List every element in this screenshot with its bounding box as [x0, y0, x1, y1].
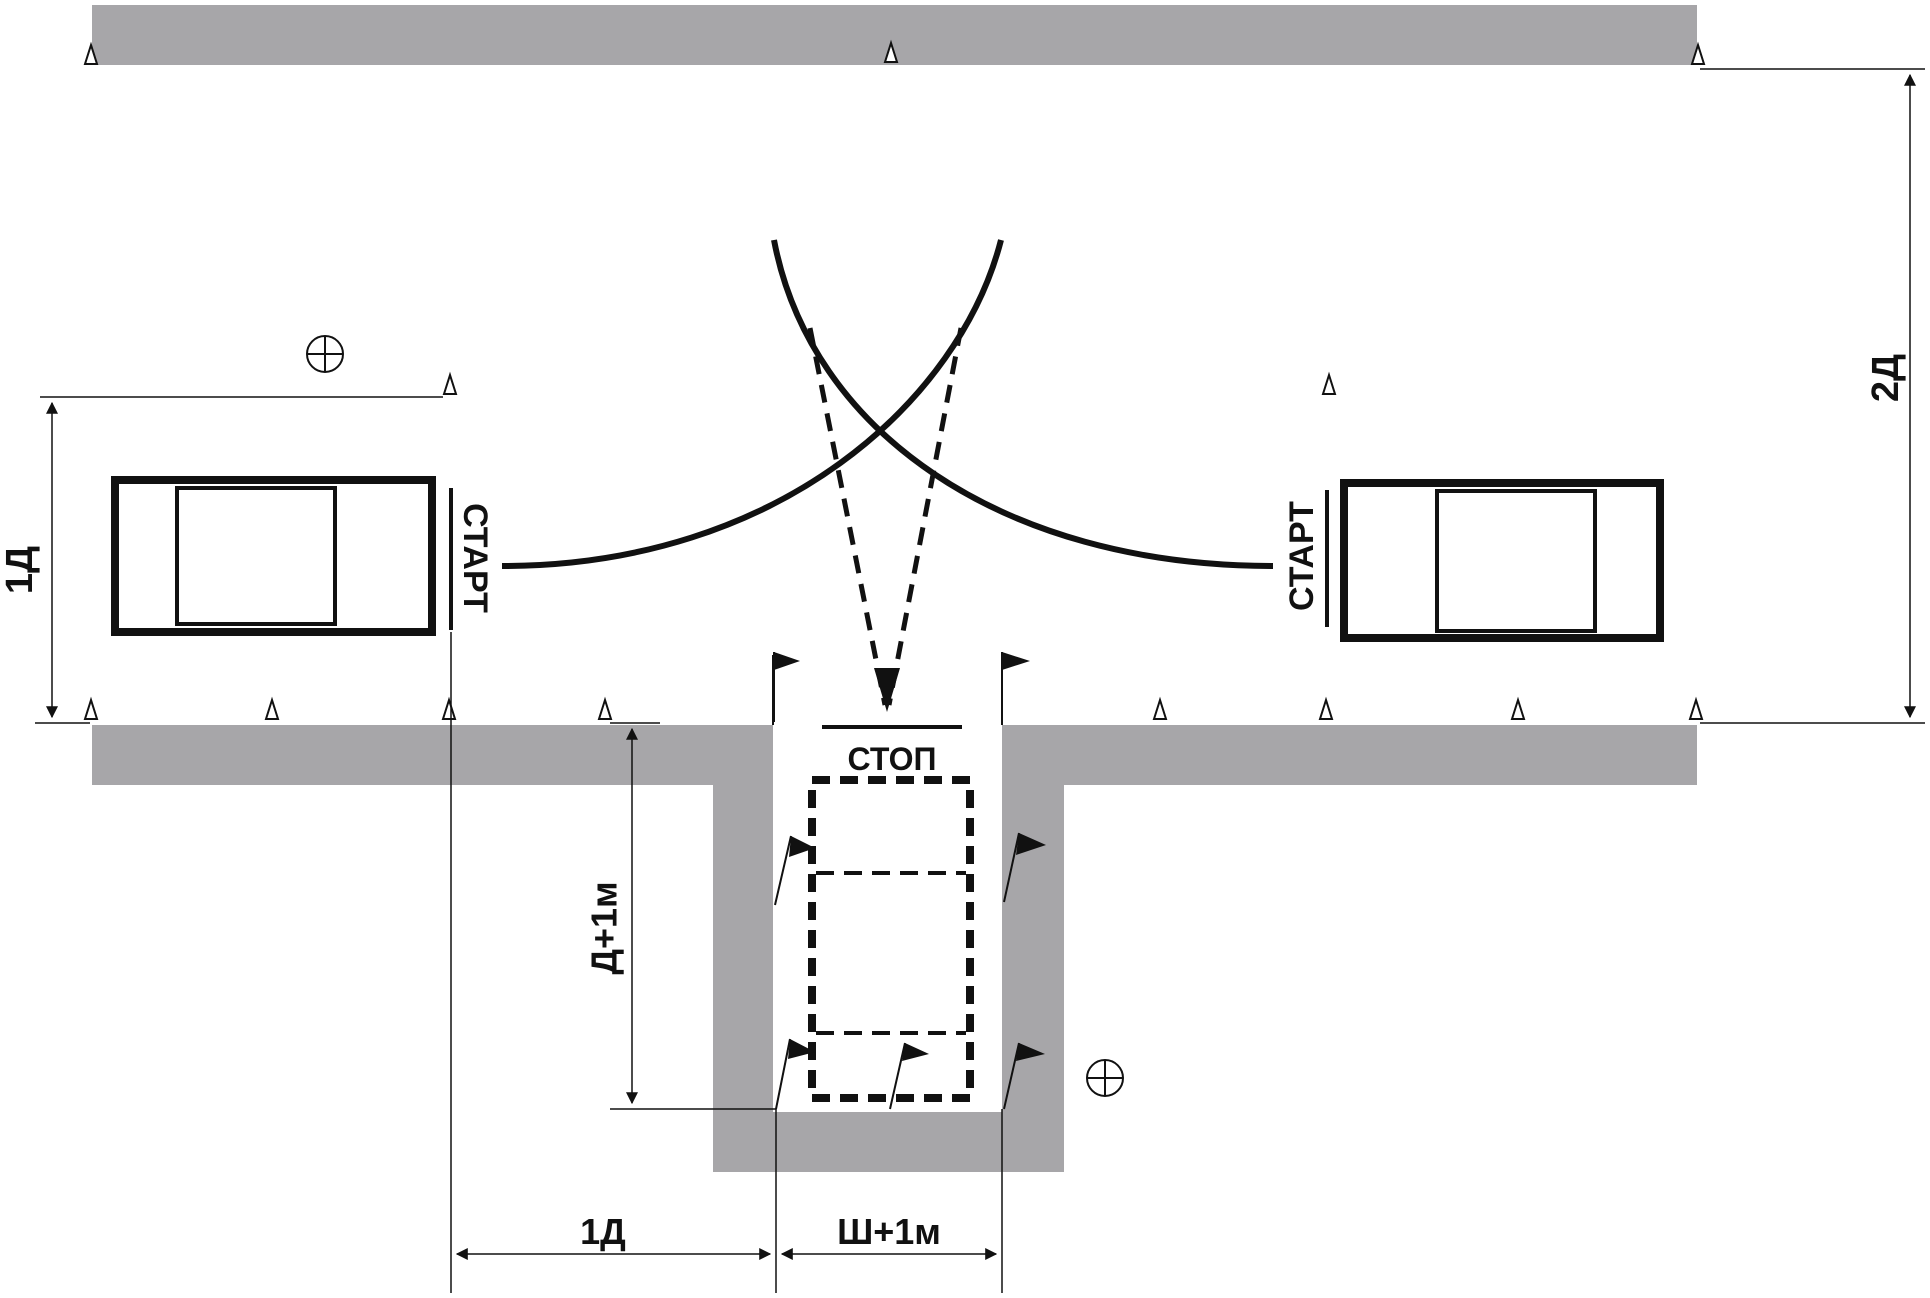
dim-label-d-plus-1m: Д+1м: [584, 881, 625, 974]
dim-label-1d-vertical: 1Д: [0, 546, 41, 594]
start-label-left: СТАРТ: [456, 503, 494, 613]
trajectory-left: [501, 239, 1004, 569]
flag-icon: [1003, 832, 1046, 903]
approach-paths: [807, 327, 964, 706]
flag-icon: [1003, 1042, 1045, 1110]
arrow-down-icon: [874, 668, 900, 712]
flag-icon: [1001, 652, 1030, 722]
left-start-car: [111, 476, 453, 636]
dashed-approach-right: [886, 327, 964, 706]
flag-icon: [775, 1038, 815, 1110]
text-labels: СТАРТ СТАРТ СТОП 1Д 2Д Д+1м 1Д Ш+1м: [0, 354, 1907, 1252]
trajectories: [501, 239, 1274, 569]
start-label-right: СТАРТ: [1283, 501, 1321, 611]
cone-icon: [1688, 696, 1704, 720]
dim-label-2d: 2Д: [1865, 354, 1907, 402]
cone-icon: [264, 696, 280, 720]
cone-icon: [1690, 41, 1706, 65]
parked-car-outline: [808, 776, 974, 1102]
cone-icon: [597, 696, 613, 720]
crosshair-circle-icon: [306, 335, 344, 373]
dim-label-1d-horizontal: 1Д: [580, 1211, 626, 1252]
flag-icon: [889, 1042, 929, 1110]
dashed-approach-left: [807, 327, 888, 706]
cone-icon: [883, 39, 899, 63]
crosshair-circle-icon: [1086, 1059, 1124, 1097]
dimension-lines: [35, 68, 1925, 1293]
cone-icon: [83, 41, 99, 65]
flags: [773, 652, 1046, 1110]
barriers: [92, 5, 1697, 1172]
right-start-car: [1325, 479, 1664, 642]
flag-icon: [774, 835, 815, 906]
cone-icon: [83, 696, 99, 720]
dim-label-w-plus-1m: Ш+1м: [837, 1211, 941, 1252]
cone-icon: [1152, 696, 1168, 720]
trajectory-right: [771, 239, 1274, 569]
garage-barrier: [92, 725, 1697, 1172]
cone-icon: [1318, 696, 1334, 720]
cone-icon: [1510, 696, 1526, 720]
reference-marks: [306, 335, 1124, 1097]
cone-icon: [442, 371, 458, 395]
cone-icon: [441, 696, 457, 720]
cones: [83, 39, 1706, 720]
cone-icon: [1321, 371, 1337, 395]
flag-icon: [773, 652, 800, 722]
stop-label: СТОП: [848, 741, 937, 777]
